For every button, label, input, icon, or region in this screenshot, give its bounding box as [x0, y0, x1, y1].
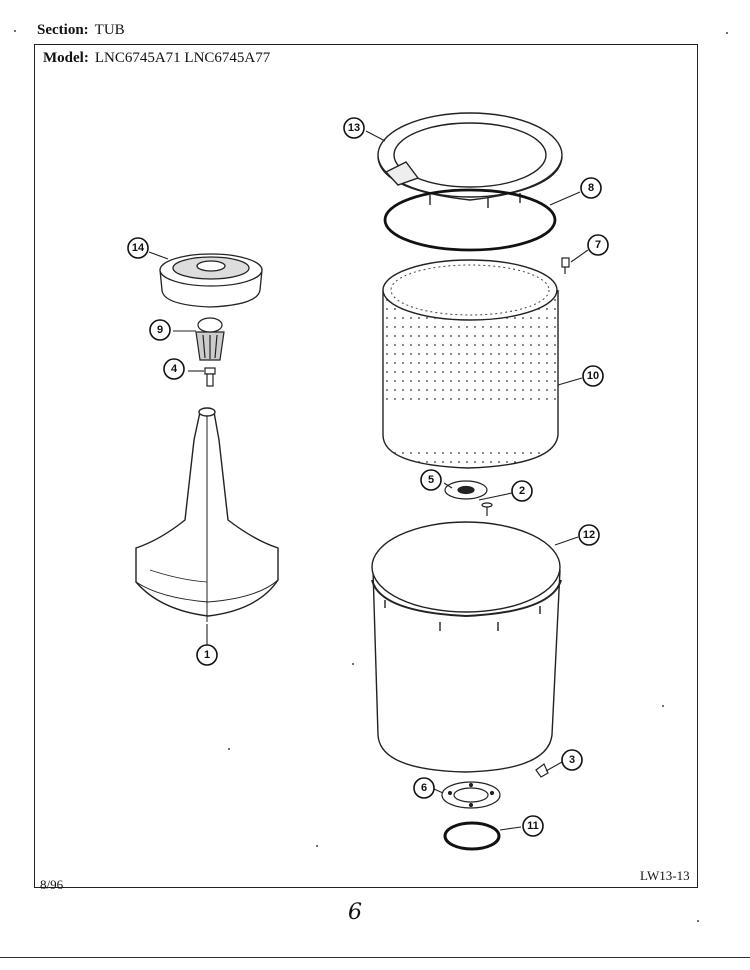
section-value: TUB [94, 22, 125, 38]
callout-number: 14 [132, 242, 145, 254]
callout-13: 13 [343, 117, 365, 139]
spin-basket-part [382, 259, 559, 469]
callout-number: 1 [204, 649, 210, 661]
scan-speck [352, 663, 354, 665]
callout-number: 10 [587, 370, 599, 382]
screw-part-7 [561, 257, 570, 274]
clip-part-3 [535, 763, 549, 778]
outer-tub-part [371, 521, 562, 773]
callout-2: 2 [511, 480, 533, 502]
callout-number: 4 [171, 363, 178, 375]
callout-number: 12 [583, 529, 595, 541]
scan-speck [697, 920, 699, 922]
callout-12: 12 [578, 524, 600, 546]
callout-8: 8 [580, 177, 602, 199]
callout-11: 11 [522, 815, 544, 837]
callout-3: 3 [561, 749, 583, 771]
callout-number: 11 [527, 820, 539, 832]
leader-lines [148, 130, 589, 831]
callout-7: 7 [587, 234, 609, 256]
callout-9: 9 [149, 319, 171, 341]
section-heading: Section: TUB [37, 22, 125, 39]
scan-speck [726, 32, 728, 34]
dispenser-part [195, 317, 225, 361]
callout-number: 2 [519, 485, 525, 497]
callout-number: 6 [421, 782, 427, 794]
handwritten-note: 6 [348, 900, 362, 925]
scan-speck [228, 748, 230, 750]
callout-10: 10 [582, 365, 604, 387]
agitator-cap-part [159, 253, 263, 308]
bottom-rule [0, 957, 750, 958]
date-label: 8/96 [40, 877, 64, 892]
model-values: LNC6745A71 LNC6745A77 [94, 50, 271, 66]
hub-washer-part [444, 480, 488, 500]
callout-5: 5 [420, 469, 442, 491]
scan-speck [316, 845, 318, 847]
callout-6: 6 [413, 777, 435, 799]
model-label: Model: [43, 50, 89, 66]
callout-number: 13 [348, 122, 360, 134]
callout-4: 4 [163, 358, 185, 380]
gasket-ring-part [383, 188, 557, 252]
seal-plate-part [441, 781, 501, 809]
callout-1: 1 [196, 644, 218, 666]
agitator-part [135, 407, 279, 622]
bolt-part-4 [204, 367, 216, 387]
callout-number: 3 [569, 754, 575, 766]
page-code-label: LW13-13 [640, 868, 690, 883]
scan-speck [662, 705, 664, 707]
section-label: Section: [37, 22, 89, 38]
callout-14: 14 [127, 237, 149, 259]
diagram-frame [34, 44, 698, 888]
callout-number: 5 [428, 474, 434, 486]
scan-speck [14, 30, 16, 32]
tub-ring-part [377, 112, 563, 208]
model-heading: Model: LNC6745A71 LNC6745A77 [43, 50, 270, 67]
o-ring-part [443, 821, 501, 851]
callout-number: 9 [157, 324, 163, 336]
callout-number: 7 [595, 239, 601, 251]
callout-number: 8 [588, 182, 594, 194]
bolt-part-2 [481, 502, 493, 516]
